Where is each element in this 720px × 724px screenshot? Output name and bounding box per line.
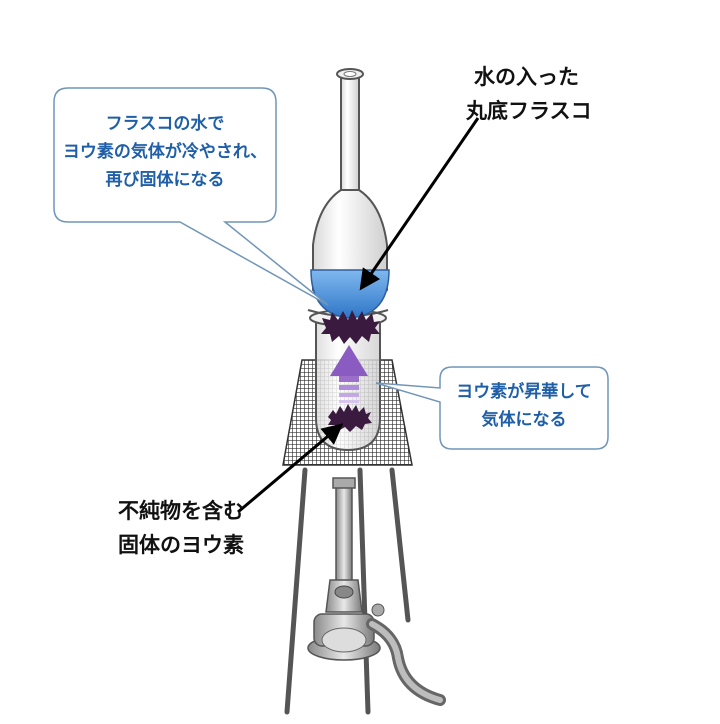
cooling-label-line: ヨウ素の気体が冷やされ、 [62, 142, 268, 162]
cooling-label-line: 再び固体になる [105, 170, 225, 190]
sublimation-arrow [330, 345, 368, 403]
cooling-label-line: フラスコの水で [105, 114, 225, 134]
cooling-callout-box [53, 87, 329, 306]
flask-label-line: 丸底フラスコ [466, 99, 592, 123]
impure-iodine-label-line: 固体のヨウ素 [118, 533, 244, 557]
cooling-label: フラスコの水で ヨウ素の気体が冷やされ、 再び固体になる [54, 110, 276, 194]
sublime-label: ヨウ素が昇華して 気体になる [440, 378, 608, 434]
flask-pointer-arrow [359, 117, 480, 291]
sublime-label-line: 気体になる [481, 410, 567, 430]
round-bottom-flask [310, 68, 390, 319]
iodine-pointer-arrow [237, 423, 344, 514]
impure-iodine-label: 不純物を含む 固体のヨウ素 [118, 494, 244, 562]
flask-water [310, 269, 390, 319]
sublime-callout-box [375, 366, 609, 450]
tripod-stand [284, 467, 411, 715]
gas-burner [307, 477, 385, 661]
gas-hose [366, 618, 446, 706]
impure-iodine-label-line: 不純物を含む [118, 499, 244, 523]
sublime-label-line: ヨウ素が昇華して [456, 382, 592, 402]
flask-label-line: 水の入った [474, 65, 579, 89]
iodine-crystals [321, 310, 380, 344]
flask-label: 水の入った 丸底フラスコ [466, 60, 592, 128]
